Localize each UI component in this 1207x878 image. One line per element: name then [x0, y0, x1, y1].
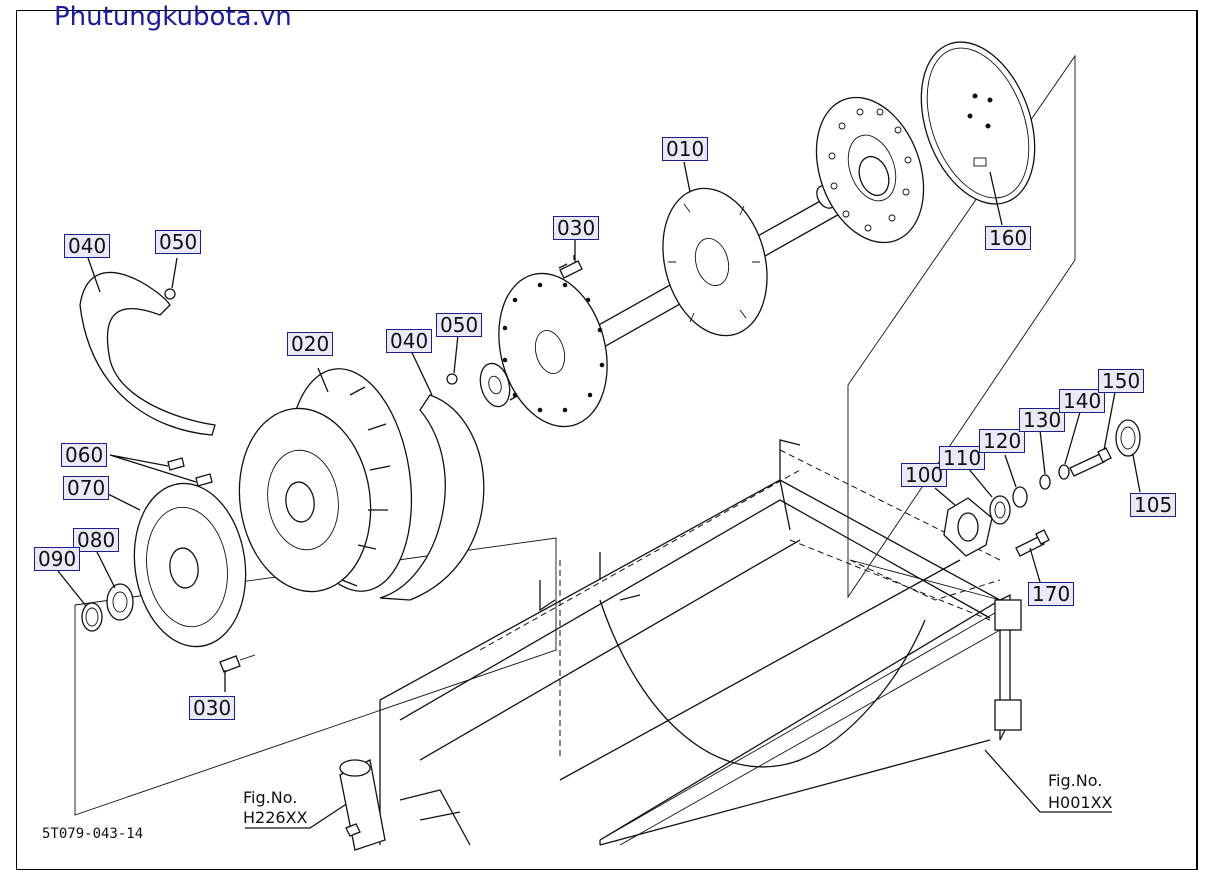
- part-110-bearing: [967, 467, 1011, 525]
- callout-010: 010: [662, 137, 709, 161]
- hidden-lines: [479, 449, 1001, 760]
- callout-100: 100: [901, 463, 948, 487]
- fig-ref-right-code: H001XX: [1048, 793, 1113, 812]
- part-050-nuts: [164, 257, 459, 385]
- leader-h226: [245, 794, 361, 829]
- part-105-seal: [1115, 419, 1141, 493]
- part-130-washer: [1039, 429, 1051, 490]
- leader-160: [989, 171, 1003, 226]
- callout-110: 110: [939, 446, 986, 470]
- part-020-impeller-fan: [238, 367, 413, 593]
- fig-ref-left-code: H226XX: [243, 808, 308, 827]
- part-150-bolt: [1069, 391, 1116, 477]
- part-070-front-disc: [99, 482, 247, 648]
- part-030-top-bolt: [558, 240, 583, 279]
- callout-060: 060: [61, 443, 108, 467]
- part-120-ring: [1004, 454, 1028, 508]
- callout-050-mid: 050: [436, 313, 483, 337]
- callout-170: 170: [1028, 582, 1075, 606]
- part-040-left-ring: [79, 257, 216, 436]
- callout-160: 160: [985, 226, 1032, 250]
- callout-105: 105: [1130, 493, 1177, 517]
- callout-040-mid: 040: [386, 329, 433, 353]
- callout-020: 020: [287, 332, 334, 356]
- callout-140: 140: [1059, 389, 1106, 413]
- perforated-flange-disc: [479, 272, 608, 428]
- part-030-bottom-bolt: [219, 654, 256, 692]
- callout-070: 070: [63, 476, 110, 500]
- part-090-snap-ring: [57, 570, 103, 632]
- part-140-nut: [1058, 411, 1081, 480]
- callout-120: 120: [979, 429, 1026, 453]
- part-010-notched-disc: [662, 187, 768, 337]
- callout-150: 150: [1098, 369, 1145, 393]
- drive-mechanism-bottom: [339, 759, 471, 851]
- part-060-bolts: [109, 454, 213, 487]
- leader-h001: [984, 749, 1112, 813]
- drawing-code: 5T079-043-14: [42, 826, 144, 842]
- site-watermark: Phutungkubota.vn: [54, 2, 292, 32]
- fig-ref-right-label: Fig.No.: [1048, 771, 1103, 790]
- callout-040-left: 040: [64, 234, 111, 258]
- callout-130: 130: [1019, 408, 1066, 432]
- part-160-back-plate: [920, 41, 1036, 205]
- part-080-bearing: [96, 551, 134, 621]
- callout-050-left: 050: [155, 230, 202, 254]
- perforated-disc-rear: [815, 96, 925, 244]
- callout-030-top: 030: [553, 216, 600, 240]
- callout-030-bottom: 030: [189, 696, 236, 720]
- callout-080: 080: [73, 528, 120, 552]
- leader-010: [683, 161, 691, 193]
- part-100-bearing-housing: [934, 487, 993, 557]
- drawing-frame: [16, 10, 1198, 870]
- callout-090: 090: [34, 547, 81, 571]
- part-170-bolt: [1015, 529, 1050, 583]
- fig-ref-left-label: Fig.No.: [243, 788, 298, 807]
